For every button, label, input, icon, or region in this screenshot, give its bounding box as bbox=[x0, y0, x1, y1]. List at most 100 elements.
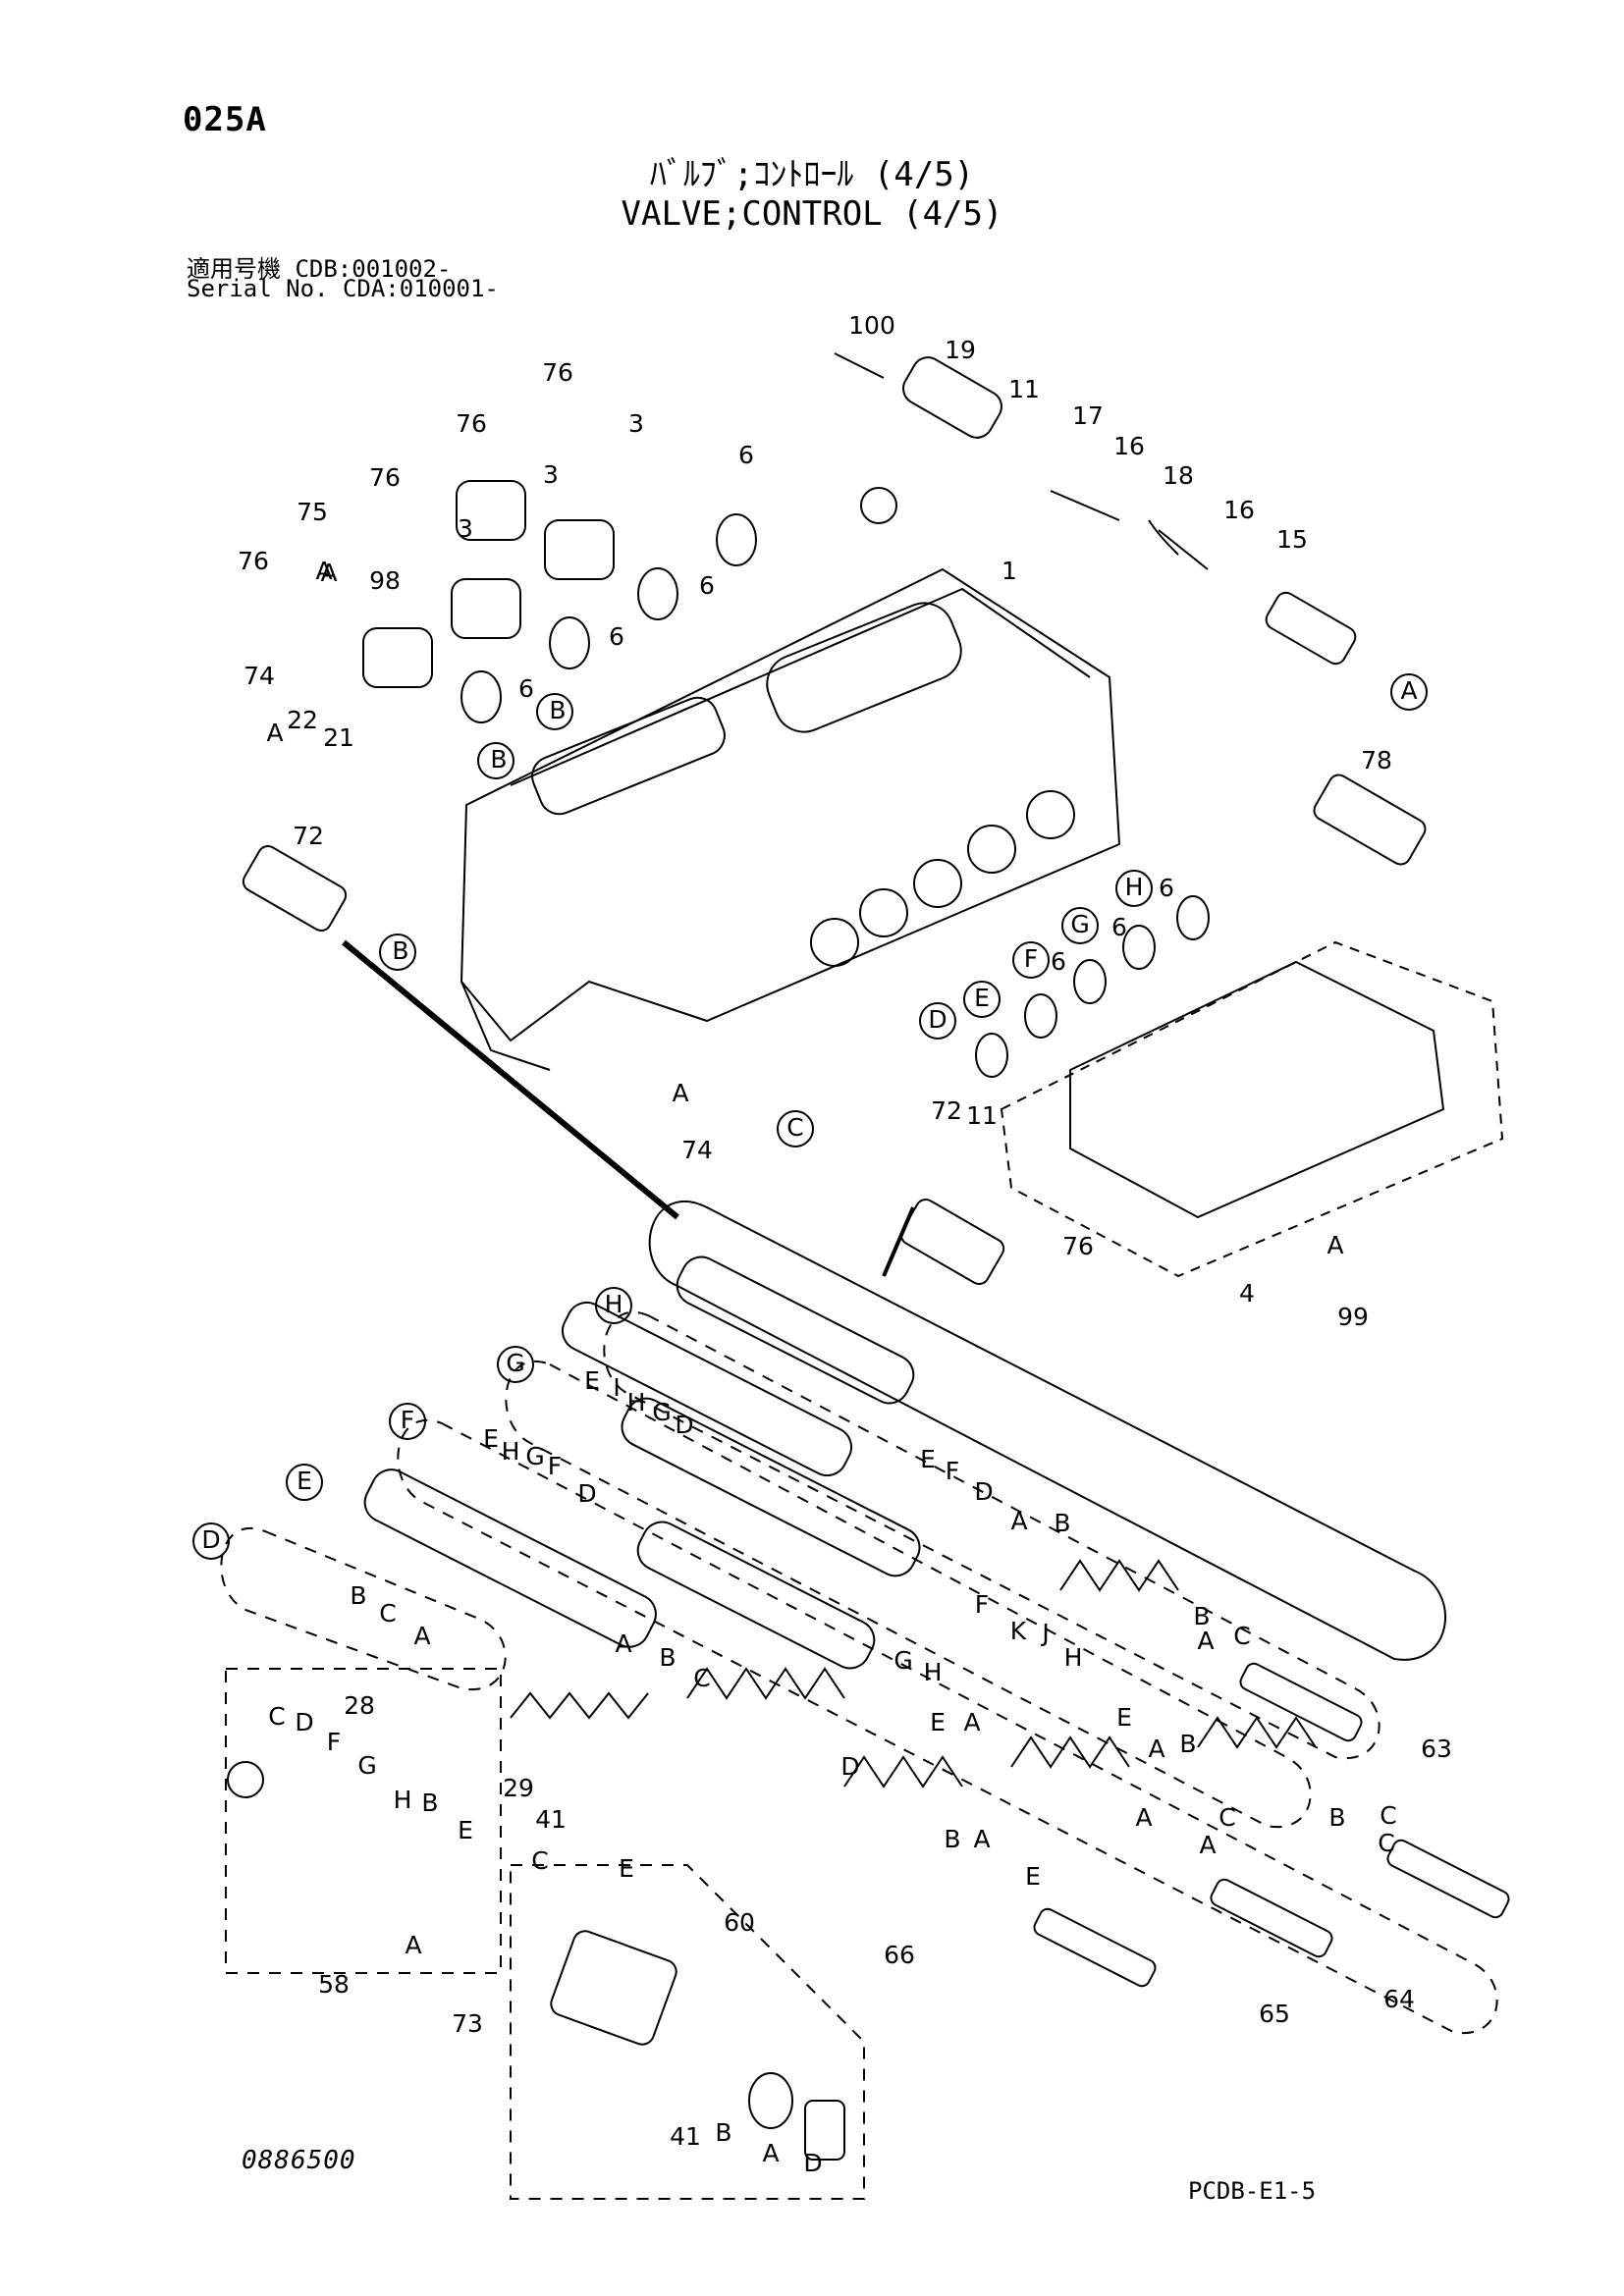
part-callout-label: 76 bbox=[238, 547, 269, 575]
part-callout-label: A bbox=[973, 1825, 990, 1853]
part-callout-label: H bbox=[1064, 1643, 1083, 1672]
part-callout-label: E bbox=[1116, 1703, 1132, 1732]
part-callout-label: 76 bbox=[369, 463, 401, 492]
part-callout-label: 6 bbox=[738, 441, 754, 469]
part-callout-label: A bbox=[1400, 676, 1417, 705]
part-callout-label: E bbox=[920, 1445, 936, 1473]
part-callout-label: 6 bbox=[1051, 947, 1066, 976]
part-callout-label: 63 bbox=[1421, 1735, 1452, 1763]
part-callout-label: H bbox=[605, 1290, 623, 1318]
part-callout-label: 74 bbox=[244, 662, 275, 690]
part-callout-label: H bbox=[924, 1658, 943, 1686]
part-callout-label: 98 bbox=[369, 566, 401, 595]
part-callout-label: 1 bbox=[1001, 557, 1017, 585]
part-callout-label: F bbox=[946, 1457, 959, 1485]
part-callout-label: B bbox=[1054, 1509, 1070, 1537]
part-callout-label: E bbox=[619, 1854, 634, 1883]
part-callout-label: A bbox=[672, 1079, 688, 1107]
part-callout-label: C bbox=[1380, 1801, 1396, 1830]
part-callout-label: E bbox=[297, 1467, 312, 1495]
part-callout-label: G bbox=[506, 1349, 524, 1377]
part-callout-label: D bbox=[295, 1708, 313, 1736]
part-callout-label: D bbox=[201, 1525, 220, 1554]
part-callout-label: H bbox=[1125, 873, 1144, 901]
part-callout-label: 18 bbox=[1163, 461, 1194, 490]
part-callout-label: D bbox=[928, 1005, 947, 1034]
part-callout-label: 3 bbox=[458, 514, 473, 543]
part-callout-label: F bbox=[327, 1728, 341, 1756]
spool-h-outline bbox=[648, 1200, 1447, 1661]
part-callout-label: 15 bbox=[1276, 525, 1308, 554]
part-callout-label: E bbox=[483, 1424, 499, 1453]
part-callout-label: G bbox=[652, 1398, 671, 1426]
part-callout-label: 76 bbox=[1062, 1232, 1094, 1260]
part-callout-label: 72 bbox=[931, 1096, 962, 1125]
part-callout-label: E bbox=[1025, 1862, 1041, 1891]
part-callout-label: G bbox=[893, 1646, 912, 1675]
title-english: VALVE;CONTROL (4/5) bbox=[621, 194, 1003, 234]
part-callout-label: D bbox=[577, 1479, 596, 1508]
part-callout-label: B bbox=[421, 1789, 438, 1817]
part-callout-label: C bbox=[1378, 1829, 1394, 1857]
part-callout-label: 17 bbox=[1072, 401, 1104, 430]
part-callout-label: 3 bbox=[543, 460, 559, 489]
part-callout-label: 11 bbox=[1008, 375, 1040, 403]
part-callout-label: F bbox=[1024, 944, 1038, 973]
part-callout-label: 74 bbox=[681, 1136, 713, 1164]
part-callout-label: B bbox=[1328, 1803, 1345, 1832]
part-callout-label: A bbox=[266, 719, 283, 747]
part-callout-label: C bbox=[531, 1846, 548, 1875]
part-callout-label: K bbox=[1010, 1617, 1027, 1645]
part-callout-label: G bbox=[1070, 910, 1089, 938]
part-callout-label: 19 bbox=[945, 336, 976, 364]
part-callout-label: C bbox=[1218, 1803, 1235, 1832]
part-callout-label: 6 bbox=[609, 622, 624, 651]
part-callout-label: D bbox=[803, 2149, 822, 2177]
part-callout-label: 11 bbox=[966, 1101, 998, 1130]
part-callout-label: 64 bbox=[1383, 1985, 1415, 2013]
part-callout-label: B bbox=[490, 745, 507, 774]
serial-number-line: Serial No. CDA:010001- bbox=[187, 275, 499, 302]
part-callout-label: B bbox=[659, 1643, 676, 1672]
part-callout-label: A bbox=[413, 1622, 430, 1650]
part-callout-label: C bbox=[693, 1664, 710, 1692]
part-callout-label: D bbox=[675, 1411, 693, 1439]
part-callout-label: F bbox=[548, 1452, 562, 1480]
part-callout-label: 21 bbox=[323, 723, 354, 752]
part-callout-label: I bbox=[613, 1373, 620, 1402]
part-callout-label: A bbox=[963, 1708, 980, 1736]
part-callout-label: 16 bbox=[1223, 496, 1255, 524]
part-callout-label: B bbox=[1193, 1602, 1210, 1630]
valve-body-outline bbox=[460, 567, 1121, 1042]
part-callout-label: 66 bbox=[884, 1941, 915, 1969]
part-callout-label: G bbox=[357, 1751, 376, 1780]
part-callout-label: 58 bbox=[318, 1970, 350, 1999]
part-callout-label: 29 bbox=[503, 1774, 534, 1802]
part-callout-label: B bbox=[392, 936, 408, 965]
part-callout-label: H bbox=[394, 1786, 412, 1814]
part-callout-label: A bbox=[1010, 1507, 1027, 1535]
part-callout-label: E bbox=[930, 1708, 946, 1736]
part-callout-label: 75 bbox=[297, 498, 328, 526]
part-callout-label: E bbox=[974, 984, 990, 1012]
part-callout-label: A bbox=[615, 1629, 631, 1658]
part-callout-label: C bbox=[268, 1702, 285, 1731]
part-callout-label: B bbox=[350, 1581, 366, 1610]
part-callout-label: 28 bbox=[344, 1691, 375, 1720]
drawing-number: 0886500 bbox=[242, 2146, 356, 2175]
part-callout-label: 41 bbox=[670, 2122, 701, 2151]
title-japanese: ﾊﾞﾙﾌﾞ;ｺﾝﾄﾛｰﾙ (4/5) bbox=[649, 155, 975, 194]
part-callout-label: 6 bbox=[518, 674, 534, 703]
part-callout-label: A bbox=[1148, 1735, 1164, 1763]
serial-applicable-line: 適用号機 CDB:001002- bbox=[187, 255, 452, 283]
part-callout-label: 60 bbox=[724, 1908, 755, 1937]
part-callout-label: B bbox=[944, 1825, 960, 1853]
part-callout-label: 22 bbox=[287, 706, 318, 734]
part-callout-label: D bbox=[840, 1752, 859, 1781]
part-callout-label: 4 bbox=[1239, 1279, 1255, 1308]
part-callout-label: B bbox=[549, 696, 566, 724]
part-callout-label: E bbox=[458, 1816, 473, 1844]
part-callout-label: 3 bbox=[628, 409, 644, 438]
part-callout-label: F bbox=[975, 1590, 989, 1619]
part-callout-label: F bbox=[401, 1406, 414, 1434]
